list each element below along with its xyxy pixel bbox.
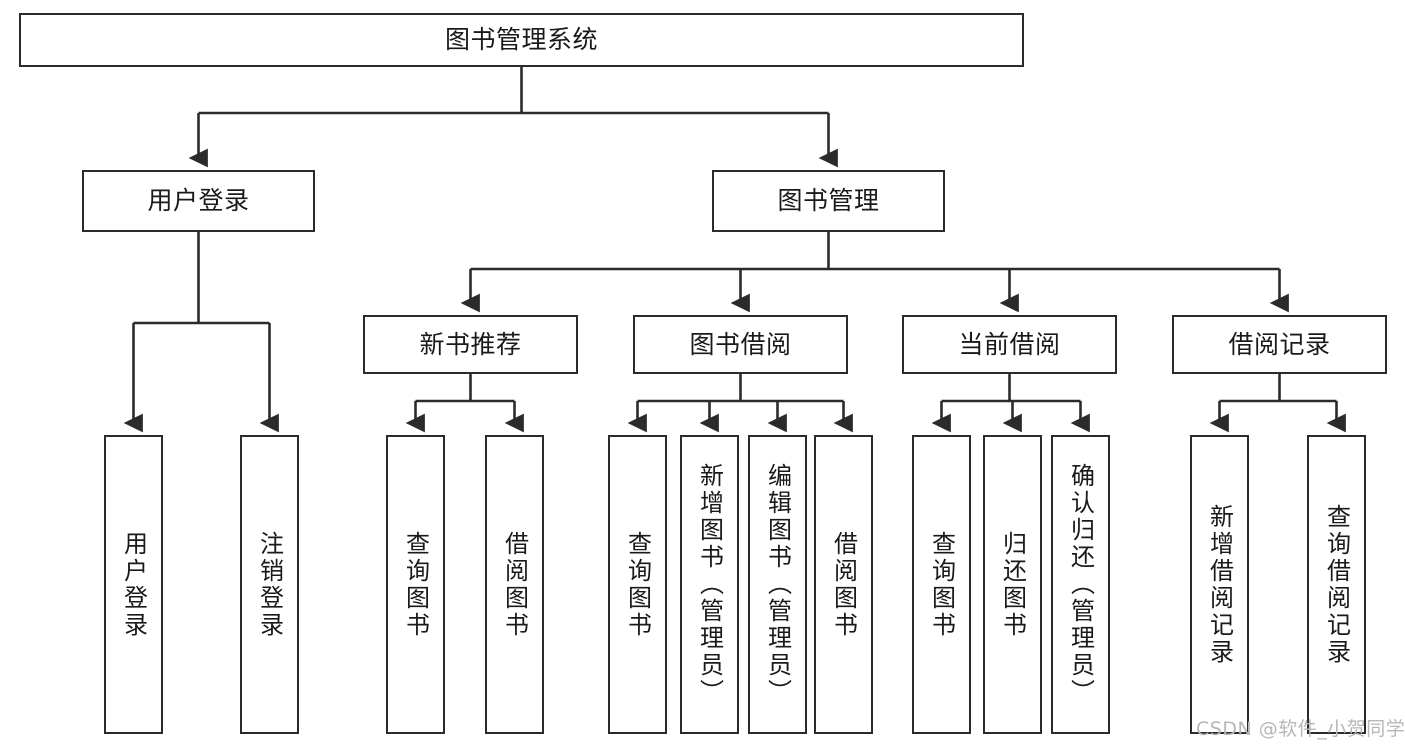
node-leaf-add-book[interactable]: 新增图书（管理员） (680, 435, 739, 734)
node-leaf-borrow-book-1-label: 借阅图书 (500, 530, 529, 639)
node-leaf-query-book-3-label: 查询图书 (927, 530, 956, 639)
node-leaf-return-book-label: 归还图书 (998, 530, 1027, 639)
node-leaf-add-book-label: 新增图书（管理员） (695, 463, 724, 706)
node-leaf-borrow-book-2-label: 借阅图书 (829, 530, 858, 639)
node-leaf-return-book[interactable]: 归还图书 (983, 435, 1042, 734)
node-book-manage[interactable]: 图书管理 (712, 170, 945, 232)
node-new-book-recommend-label: 新书推荐 (419, 329, 522, 359)
node-leaf-edit-book-label: 编辑图书（管理员） (763, 463, 792, 706)
node-current-borrow[interactable]: 当前借阅 (902, 315, 1117, 374)
node-leaf-add-record[interactable]: 新增借阅记录 (1190, 435, 1249, 734)
node-leaf-query-book-2-label: 查询图书 (623, 530, 652, 639)
node-borrow-record-label: 借阅记录 (1228, 329, 1331, 359)
watermark: CSDN @软件_小贺同学 (1196, 718, 1405, 740)
node-leaf-logout-label: 注销登录 (255, 530, 284, 639)
node-leaf-confirm-return-label: 确认归还（管理员） (1066, 463, 1095, 706)
node-book-manage-label: 图书管理 (777, 186, 880, 216)
node-leaf-query-record-label: 查询借阅记录 (1322, 503, 1351, 666)
node-user-login[interactable]: 用户登录 (82, 170, 315, 232)
node-leaf-query-book-1-label: 查询图书 (401, 530, 430, 639)
node-root[interactable]: 图书管理系统 (19, 13, 1024, 67)
node-leaf-user-login[interactable]: 用户登录 (104, 435, 163, 734)
node-new-book-recommend[interactable]: 新书推荐 (363, 315, 578, 374)
node-current-borrow-label: 当前借阅 (958, 329, 1061, 359)
node-book-borrow-label: 图书借阅 (689, 329, 792, 359)
node-leaf-confirm-return[interactable]: 确认归还（管理员） (1051, 435, 1110, 734)
node-leaf-edit-book[interactable]: 编辑图书（管理员） (748, 435, 807, 734)
node-leaf-borrow-book-2[interactable]: 借阅图书 (814, 435, 873, 734)
node-leaf-query-book-2[interactable]: 查询图书 (608, 435, 667, 734)
node-leaf-query-record[interactable]: 查询借阅记录 (1307, 435, 1366, 734)
node-leaf-add-record-label: 新增借阅记录 (1205, 503, 1234, 666)
node-leaf-borrow-book-1[interactable]: 借阅图书 (485, 435, 544, 734)
node-leaf-logout[interactable]: 注销登录 (240, 435, 299, 734)
node-user-login-label: 用户登录 (147, 186, 250, 216)
node-leaf-query-book-3[interactable]: 查询图书 (912, 435, 971, 734)
node-root-label: 图书管理系统 (444, 25, 598, 55)
node-leaf-user-login-label: 用户登录 (119, 530, 148, 639)
node-borrow-record[interactable]: 借阅记录 (1172, 315, 1387, 374)
node-book-borrow[interactable]: 图书借阅 (633, 315, 848, 374)
node-leaf-query-book-1[interactable]: 查询图书 (386, 435, 445, 734)
